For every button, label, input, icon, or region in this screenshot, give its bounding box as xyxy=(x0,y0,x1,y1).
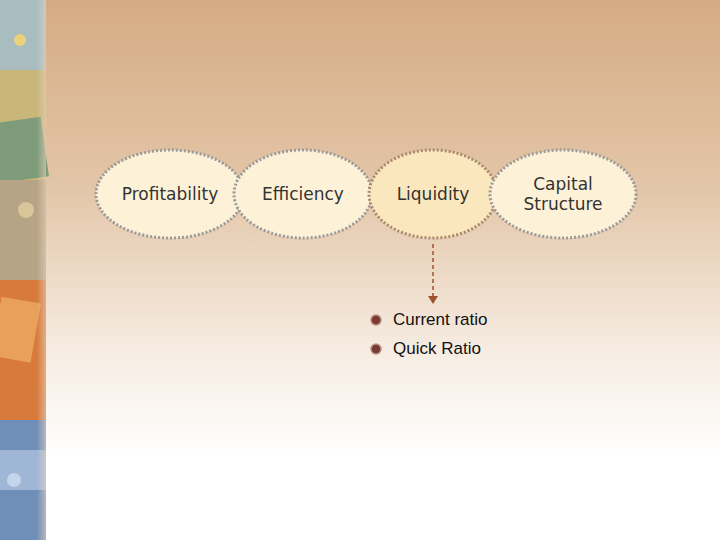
node-label: Efficiency xyxy=(262,184,344,204)
leader-arrow xyxy=(428,244,438,304)
node-text-group: Capital Structure xyxy=(513,174,613,215)
ellipse-node: Efficiency xyxy=(232,148,374,240)
ellipse-node: Profitability xyxy=(94,148,246,240)
node-text-group: Efficiency xyxy=(262,184,344,204)
node-text-group: Profitability xyxy=(122,184,218,204)
bullet-dot xyxy=(369,342,383,356)
node-label: Liquidity xyxy=(397,184,470,204)
ellipse-node: Capital Structure xyxy=(488,148,638,240)
bullet-item: Current ratio xyxy=(393,310,487,330)
node-text-group: Liquidity xyxy=(397,184,470,204)
bullet-item: Quick Ratio xyxy=(393,339,481,359)
node-label: Capital Structure xyxy=(513,174,613,215)
node-label: Profitability xyxy=(122,184,218,204)
ellipse-node: Liquidity xyxy=(367,148,499,240)
bullet-dot xyxy=(369,313,383,327)
banknote-photo xyxy=(0,0,49,540)
